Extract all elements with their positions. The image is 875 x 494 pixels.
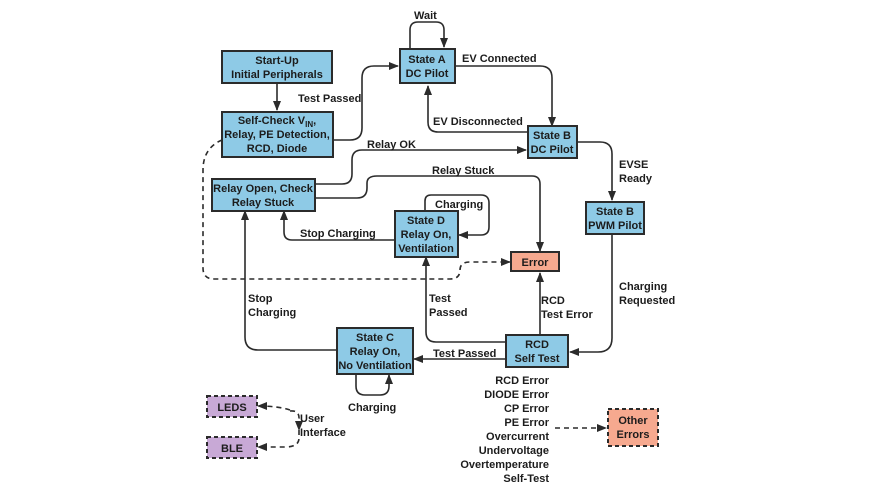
state-b-dc-pilot[interactable]: State B DC Pilot xyxy=(527,125,578,159)
state-b-dc-line2: DC Pilot xyxy=(531,144,574,156)
label-evse-ready-1: EVSE xyxy=(619,159,648,171)
label-charging-requested-1: Charging xyxy=(619,281,667,293)
label-charging-d: Charging xyxy=(435,199,483,211)
other-errors-line2: Errors xyxy=(616,429,649,441)
label-charging-c: Charging xyxy=(348,402,396,414)
state-d-line1: State D xyxy=(407,215,445,227)
state-startup[interactable]: Start-Up Initial Peripherals xyxy=(221,50,333,84)
dashed-arrow-ui-to-leds xyxy=(257,402,291,411)
label-stop-charging-c-1: Stop xyxy=(248,293,273,305)
connectors xyxy=(202,21,616,451)
arrow-evse-ready xyxy=(577,141,616,201)
state-error-label: Error xyxy=(522,257,550,269)
arrow-stop-charging-d xyxy=(280,210,394,241)
other-errors-line1: Other xyxy=(618,415,648,427)
arrow-test-passed-d xyxy=(422,256,505,343)
error-list-item: Undervoltage xyxy=(479,445,549,457)
ui-leds[interactable]: LEDS xyxy=(206,395,258,418)
error-list-item: Overtemperature xyxy=(460,459,549,471)
state-b-pwm-line2: PWM Pilot xyxy=(588,220,642,232)
arrow-charging-loop-c xyxy=(355,374,393,396)
label-rcd-test-error-2: Test Error xyxy=(541,309,593,321)
arrow-charging-requested xyxy=(569,234,613,356)
ui-ble[interactable]: BLE xyxy=(206,436,258,459)
state-rcd-line1: RCD xyxy=(525,339,549,351)
ui-ble-label: BLE xyxy=(221,443,243,455)
state-c-line2: Relay On, xyxy=(350,346,401,358)
state-b-pwm-pilot[interactable]: State B PWM Pilot xyxy=(585,201,645,235)
arrow-charging-loop-d xyxy=(424,194,490,239)
error-list-item: PE Error xyxy=(504,417,549,429)
state-b-pwm-line1: State B xyxy=(596,206,634,218)
state-c-line1: State C xyxy=(356,332,394,344)
error-list-item: CP Error xyxy=(504,403,550,415)
arrow-relay-stuck xyxy=(315,175,544,252)
state-a-line1: State A xyxy=(408,54,446,66)
label-ev-connected: EV Connected xyxy=(462,53,537,65)
state-rcd-self-test[interactable]: RCD Self Test xyxy=(505,334,569,368)
state-startup-line1: Start-Up xyxy=(255,55,299,67)
state-relay-open-line2: Relay Stuck xyxy=(232,197,295,209)
state-b-dc-line1: State B xyxy=(533,130,571,142)
state-selfcheck-line3: RCD, Diode xyxy=(247,143,308,155)
error-list-item: Self-Test xyxy=(503,473,549,485)
state-a-dc-pilot[interactable]: State A DC Pilot xyxy=(399,48,456,84)
state-d-line3: Ventilation xyxy=(398,243,454,255)
arrow-stop-charging-c xyxy=(241,210,337,351)
label-stop-charging-d: Stop Charging xyxy=(300,228,376,240)
state-d-line2: Relay On, xyxy=(401,229,452,241)
label-charging-requested-2: Requested xyxy=(619,295,675,307)
dashed-ui-bracket xyxy=(289,410,303,431)
label-evse-ready-2: Ready xyxy=(619,173,653,185)
state-relay-open-line1: Relay Open, Check xyxy=(213,183,314,195)
label-relay-ok: Relay OK xyxy=(367,139,416,151)
label-stop-charging-c-2: Charging xyxy=(248,307,296,319)
arrow-wait-loop xyxy=(409,21,448,49)
error-list-item: DIODE Error xyxy=(484,389,550,401)
transition-labels: Wait Test Passed EV Connected EV Disconn… xyxy=(248,10,675,439)
dashed-arrow-ui-to-ble xyxy=(257,430,300,451)
label-user-interface-1: User xyxy=(300,413,325,425)
dashed-arrow-selfcheck-to-error xyxy=(202,139,511,280)
state-c[interactable]: State C Relay On, No Ventilation xyxy=(336,327,414,375)
label-user-interface-2: Interface xyxy=(300,427,346,439)
label-ev-disconnected: EV Disconnected xyxy=(433,116,523,128)
arrow-ev-connected xyxy=(455,65,556,127)
state-rcd-line2: Self Test xyxy=(514,353,559,365)
state-d[interactable]: State D Relay On, Ventilation xyxy=(394,210,459,258)
label-test-passed-c: Test Passed xyxy=(433,348,496,360)
state-selfcheck[interactable]: Self-Check VIN, Relay, PE Detection, RCD… xyxy=(221,111,334,158)
label-test-passed-top: Test Passed xyxy=(298,93,361,105)
label-wait: Wait xyxy=(414,10,437,22)
state-startup-line2: Initial Peripherals xyxy=(231,69,323,81)
state-relay-open[interactable]: Relay Open, Check Relay Stuck xyxy=(211,178,316,212)
state-a-line2: DC Pilot xyxy=(406,68,449,80)
arrow-relay-ok xyxy=(315,146,527,185)
arrow-ev-disconnected xyxy=(424,85,528,133)
label-test-passed-d-2: Passed xyxy=(429,307,468,319)
error-list-item: Overcurrent xyxy=(486,431,549,443)
ui-leds-label: LEDS xyxy=(217,402,246,414)
error-list-item: RCD Error xyxy=(495,375,550,387)
other-errors[interactable]: Other Errors xyxy=(607,408,659,447)
label-relay-stuck: Relay Stuck xyxy=(432,165,495,177)
state-c-line3: No Ventilation xyxy=(338,360,412,372)
state-error[interactable]: Error xyxy=(510,251,560,272)
state-selfcheck-line2: Relay, PE Detection, xyxy=(224,129,330,141)
arrow-selfcheck-to-state-a xyxy=(333,62,399,141)
label-rcd-test-error-1: RCD xyxy=(541,295,565,307)
state-selfcheck-line1: Self-Check VIN, xyxy=(238,115,316,129)
label-test-passed-d-1: Test xyxy=(429,293,451,305)
